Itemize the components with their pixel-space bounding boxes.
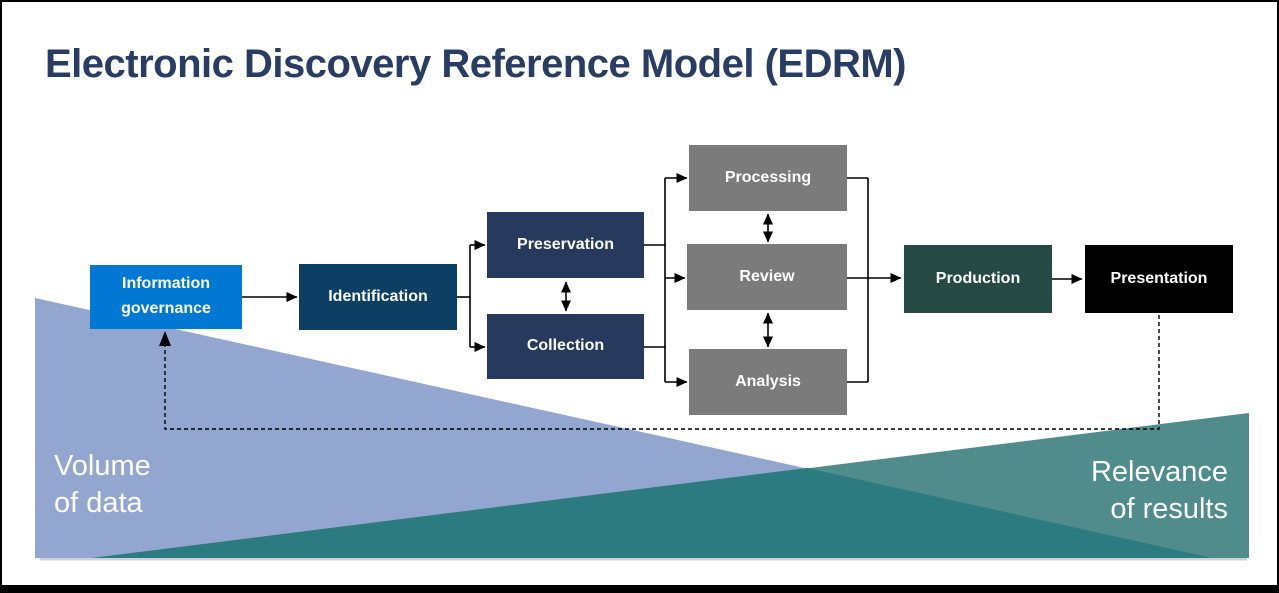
- stage-processing: Processing: [689, 145, 847, 211]
- stage-identification: Identification: [299, 264, 457, 330]
- volume-label-line2: of data: [54, 487, 143, 519]
- stage-collection: Collection: [487, 314, 644, 379]
- triangle-bottom-shadow: [40, 558, 1247, 561]
- relevance-of-results-label: Relevance of results: [1091, 454, 1228, 528]
- connector-lines: [242, 173, 1083, 387]
- feedback-up-arrowhead-icon: [159, 331, 171, 346]
- triangles-overlap-region: [92, 468, 1212, 558]
- page-title: Electronic Discovery Reference Model (ED…: [45, 42, 906, 86]
- stage-preservation: Preservation: [487, 212, 644, 278]
- stage-presentation: Presentation: [1085, 245, 1233, 313]
- relevance-label-line2: of results: [1110, 493, 1228, 525]
- feedback-loop-dashed: [164, 315, 1160, 430]
- volume-label-line1: Volume: [54, 450, 151, 482]
- relevance-label-line1: Relevance: [1090, 456, 1228, 488]
- stage-review: Review: [687, 244, 847, 310]
- volume-of-data-label: Volume of data: [54, 448, 151, 522]
- stage-information-governance: Information governance: [90, 265, 242, 329]
- stage-analysis: Analysis: [689, 349, 847, 415]
- stage-production: Production: [904, 245, 1052, 313]
